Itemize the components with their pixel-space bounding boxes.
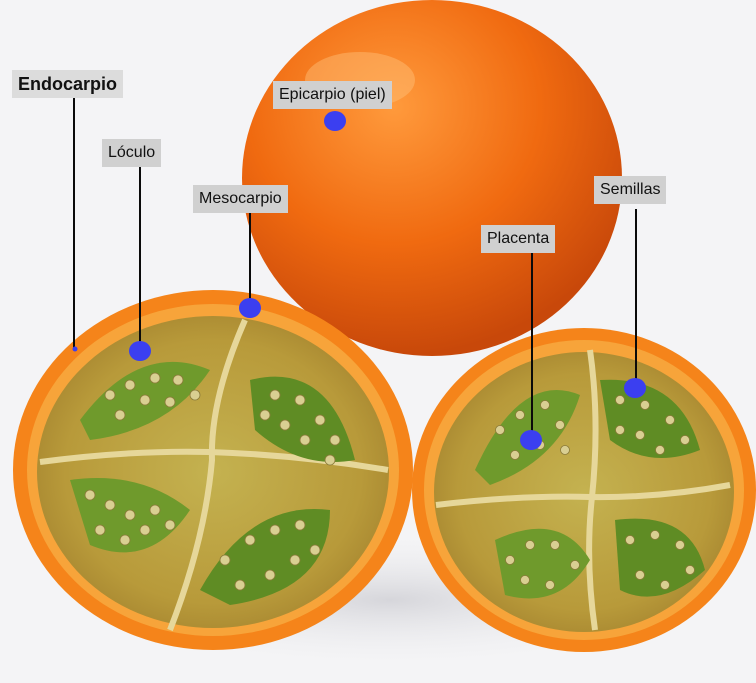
- placenta-marker: [520, 430, 542, 450]
- placenta-label: Placenta: [481, 225, 555, 253]
- mesocarpio-marker: [239, 298, 261, 318]
- mesocarpio-leader-line: [249, 213, 251, 306]
- epicarpio-marker: [324, 111, 346, 131]
- loculo-marker: [129, 341, 151, 361]
- mesocarpio-label: Mesocarpio: [193, 185, 288, 213]
- semillas-label: Semillas: [594, 176, 666, 204]
- epicarpio-label: Epicarpio (piel): [273, 81, 392, 109]
- endocarpio-leader-line: [73, 98, 75, 348]
- semillas-marker: [624, 378, 646, 398]
- loculo-leader-line: [139, 167, 141, 350]
- semillas-leader-line: [635, 209, 637, 387]
- endocarpio-label: Endocarpio: [12, 70, 123, 98]
- endocarpio-marker: [73, 347, 78, 352]
- right-half-fruit: [412, 328, 756, 652]
- whole-fruit: [242, 0, 622, 356]
- loculo-label: Lóculo: [102, 139, 161, 167]
- placenta-leader-line: [531, 253, 533, 438]
